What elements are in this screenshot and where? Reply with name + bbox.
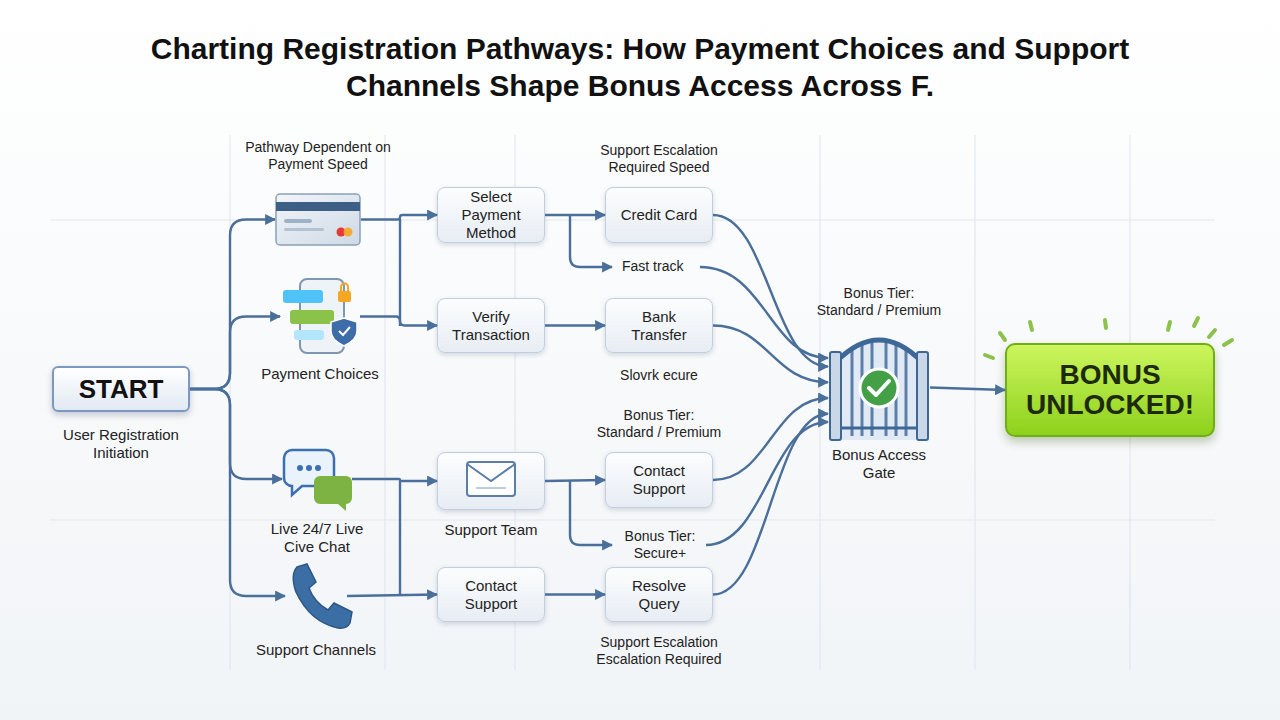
flow-arrow	[190, 317, 280, 390]
process-box: Select Payment Method	[437, 187, 545, 243]
node-caption: Support Team	[421, 521, 561, 539]
envelope-icon	[467, 462, 515, 496]
start-box: STARTUser Registration Initiation	[52, 366, 190, 412]
node-text: START	[79, 374, 164, 405]
branch-lines	[400, 215, 828, 596]
chat-bubble-icon	[284, 450, 352, 511]
mobile-payment-icon	[283, 279, 357, 353]
flow-arrow	[713, 414, 828, 595]
flow-arrow	[713, 398, 828, 480]
flow-arrow	[352, 479, 437, 481]
payment-icon-node: Payment Choices	[280, 278, 360, 355]
phone-handset-icon	[293, 564, 352, 628]
flow-arrow	[545, 324, 605, 326]
gate-icon	[830, 339, 928, 440]
flow-arrow	[360, 317, 437, 326]
process-box: Contact Support	[605, 452, 713, 508]
node-caption: Support Channels	[241, 641, 391, 659]
card-icon-node: Pathway Dependent on Payment Speed	[275, 193, 361, 246]
process-box: Bank Transfer	[605, 298, 713, 353]
diagram-title: Charting Registration Pathways: How Paym…	[130, 30, 1150, 104]
annotation-label: Support Escalation Required Speed	[594, 142, 724, 176]
node-text: Contact Support	[446, 577, 536, 613]
node-text: Select Payment Method	[446, 188, 536, 242]
flow-arrow	[190, 389, 282, 479]
process-box: Verify Transaction	[437, 298, 545, 353]
node-text: Verify Transaction	[446, 308, 536, 344]
node-caption: Bonus Access Gate	[824, 446, 934, 482]
annotation-label: Fast track	[622, 258, 683, 275]
node-caption: Pathway Dependent on Payment Speed	[233, 139, 403, 173]
node-text: Credit Card	[621, 206, 698, 224]
flow-arrow	[713, 215, 828, 367]
annotation-label: Bonus Tier: Secure+	[618, 528, 702, 562]
annotation-label: Bonus Tier: Standard / Premium	[595, 407, 723, 441]
flow-arrow	[545, 214, 605, 216]
flow-arrow	[545, 593, 605, 595]
node-caption: Payment Choices	[245, 365, 395, 383]
process-box: Contact Support	[437, 567, 545, 622]
flow-arrow	[190, 220, 275, 390]
node-text: Bank Transfer	[614, 308, 704, 344]
flow-arrow	[347, 595, 437, 597]
node-text: BONUS UNLOCKED!	[1017, 360, 1203, 420]
chat-icon-node: Live 24/7 Live Cive Chat	[282, 448, 352, 510]
process-box: Resolve Query	[605, 567, 713, 622]
gate-node: Bonus Tier: Standard / PremiumBonus Acce…	[828, 335, 930, 440]
envelope-box: Support Team	[437, 452, 545, 510]
flow-arrow	[190, 389, 285, 596]
flow-arrow	[361, 215, 437, 220]
credit-card-icon	[276, 194, 360, 245]
flow-arrow	[545, 480, 605, 481]
node-caption: Bonus Tier: Standard / Premium	[815, 285, 943, 319]
flow-arrow	[713, 326, 828, 383]
annotation-label: Slovrk ecure	[594, 367, 724, 384]
node-text: Resolve Query	[614, 577, 704, 613]
result-box: BONUS UNLOCKED!	[1005, 343, 1215, 437]
node-caption: Live 24/7 Live Cive Chat	[267, 520, 367, 556]
sparkle-marks	[985, 318, 1232, 358]
process-box: Credit Card	[605, 187, 713, 243]
phone-icon-node: Support Channels	[285, 563, 347, 629]
node-text: Contact Support	[614, 462, 704, 498]
node-caption: User Registration Initiation	[46, 426, 196, 462]
flow-arrow	[930, 388, 1005, 391]
annotation-label: Support Escalation Escalation Required	[593, 634, 725, 668]
